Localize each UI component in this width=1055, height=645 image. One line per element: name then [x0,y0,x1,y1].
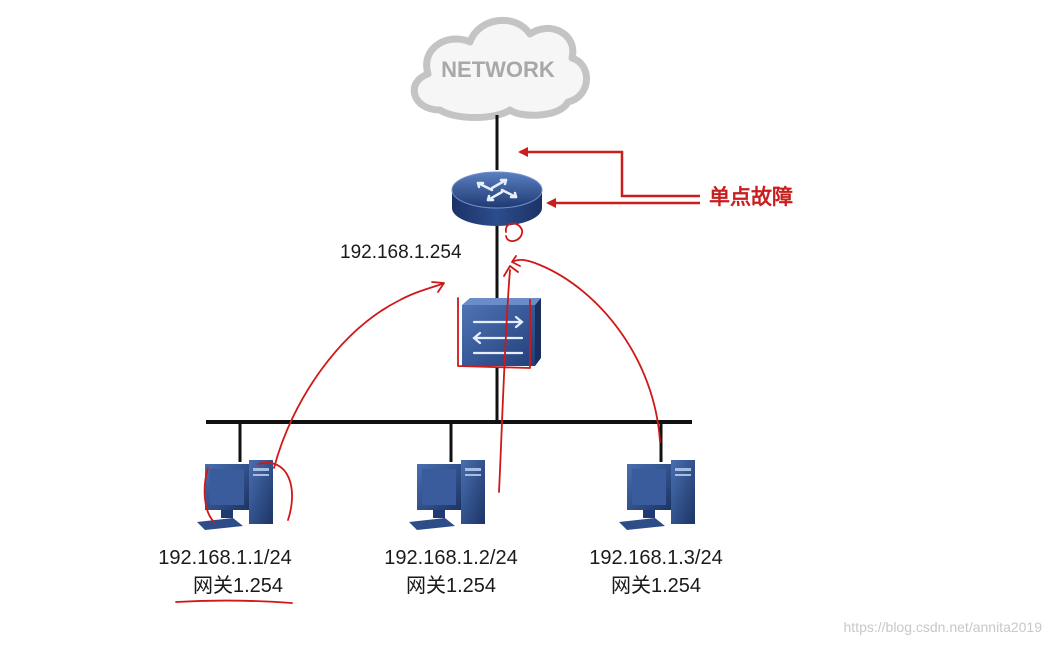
arrow-to-uplink [518,147,700,198]
router-ip-label: 192.168.1.254 [340,242,462,263]
host-1-gateway-label: 网关1.254 [193,574,283,597]
switch-icon [462,298,541,366]
host-1-ip-label: 192.168.1.1/24 [158,547,291,569]
network-label: NETWORK [441,57,555,82]
links [206,115,692,462]
host1-gateway-underline [175,599,293,604]
network-cloud: NETWORK [410,16,590,121]
switch-highlight [457,297,531,369]
host-3-ip-label: 192.168.1.3/24 [589,547,722,569]
host-3-pc-icon [619,460,695,530]
path-host1-to-router [273,281,445,469]
router-icon [451,171,543,226]
path-host3-to-router [511,255,661,443]
path-host2-to-router [498,265,519,493]
single-point-failure-arrows [518,147,700,208]
host-2-pc-icon [409,460,485,530]
single-point-failure-label: 单点故障 [709,185,793,209]
host-1-pc-icon [197,460,273,530]
watermark-text: https://blog.csdn.net/annita2019 [844,619,1043,635]
host-3-gateway-label: 网关1.254 [611,574,701,597]
router-port-circle [505,222,523,243]
handwritten-markings [175,222,661,604]
host-2-ip-label: 192.168.1.2/24 [384,547,517,569]
host-2-gateway-label: 网关1.254 [406,574,496,597]
host1-highlight [203,461,293,523]
